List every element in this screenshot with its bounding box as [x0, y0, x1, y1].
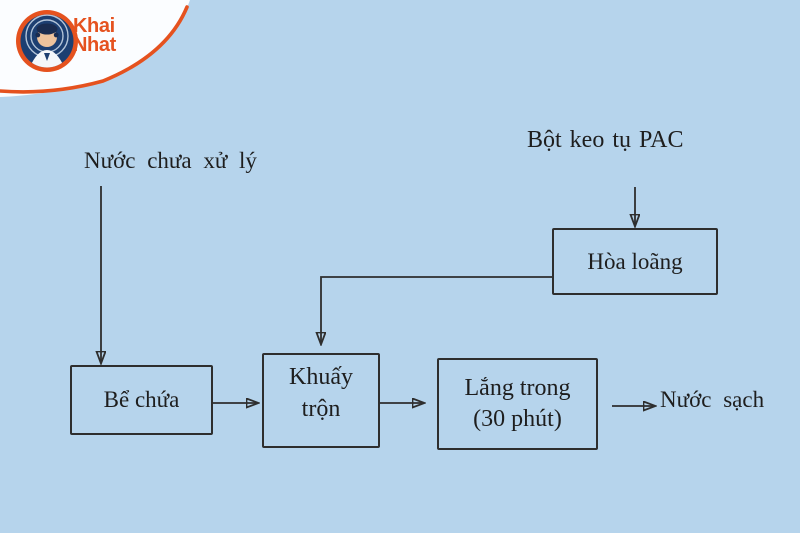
brand-name-line2: Nhat	[73, 34, 116, 56]
node-settling-label: Lắng trong (30 phút)	[464, 374, 571, 432]
node-storage-tank-label: Bể chứa	[103, 387, 180, 413]
label-untreated-water: Nước chưa xử lý	[84, 148, 257, 173]
node-dilute-label: Hòa loãng	[587, 248, 683, 274]
node-settling: Lắng trong (30 phút)	[437, 358, 598, 450]
brand-badge: Khai Nhat	[0, 0, 230, 110]
node-storage-tank: Bể chứa	[70, 365, 213, 435]
node-mixing: Khuấy trộn	[262, 353, 380, 448]
brand-name: Khai Nhat	[73, 15, 116, 56]
label-pac-flocculant: Bột keo tụ PAC	[527, 127, 684, 153]
label-clean-water: Nước sạch	[660, 387, 765, 412]
khai-nhat-logo-icon	[16, 10, 78, 72]
arrow-dilute-to-mixing	[321, 276, 552, 344]
node-mixing-label: Khuấy trộn	[289, 364, 353, 422]
node-dilute: Hòa loãng	[552, 228, 718, 295]
brand-name-line1: Khai	[73, 15, 115, 37]
